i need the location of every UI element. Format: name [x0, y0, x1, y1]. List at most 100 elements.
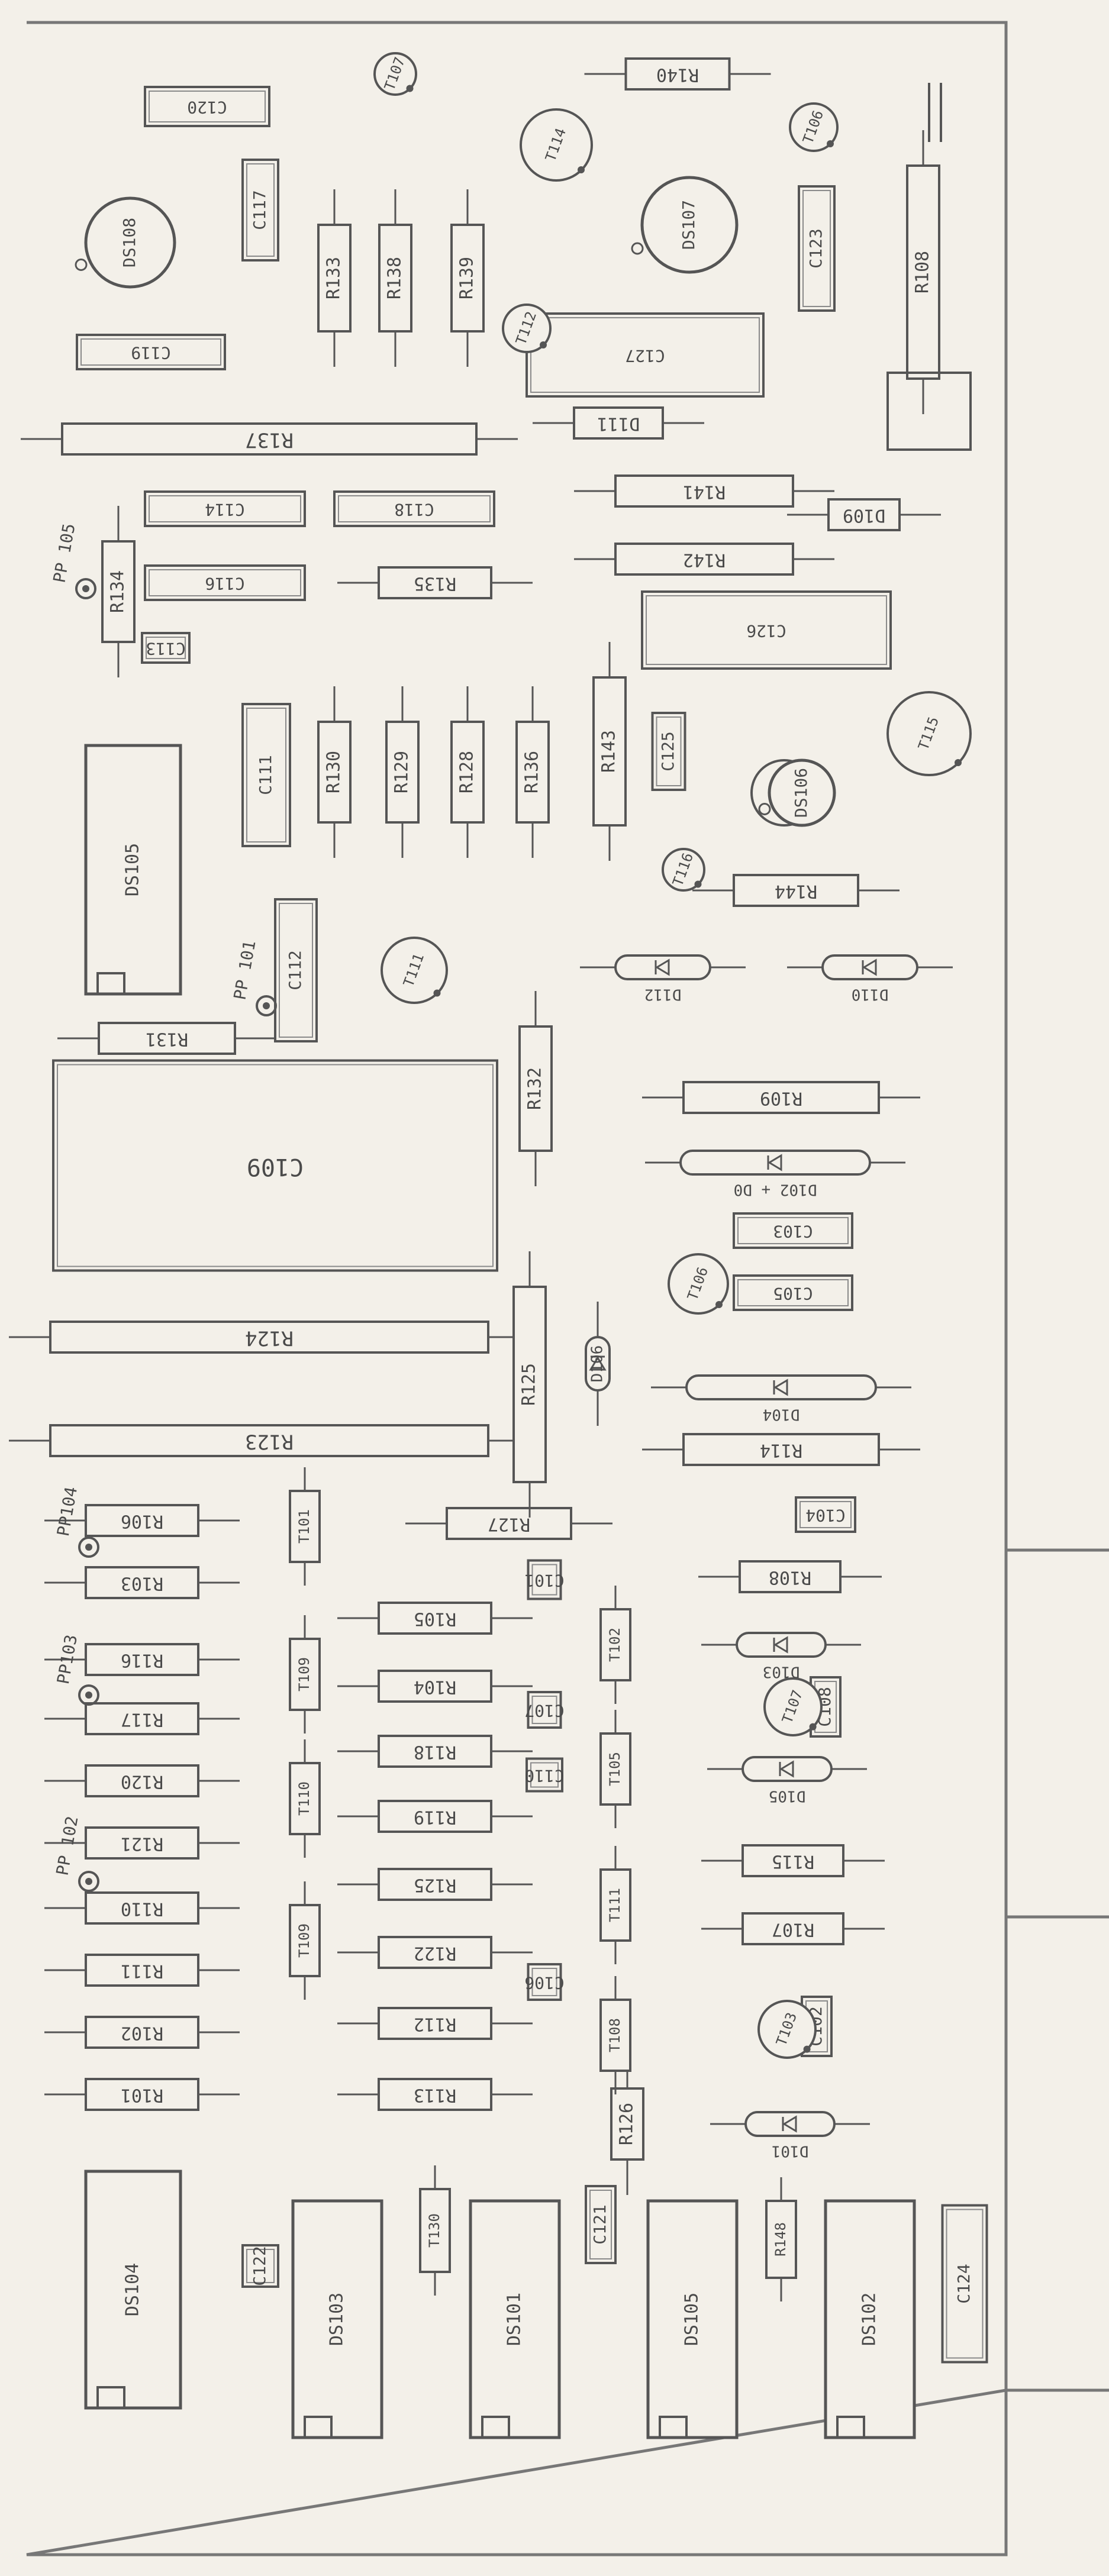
component-label: DS108: [120, 218, 139, 267]
test-pad-pp105: PP 105: [49, 522, 96, 599]
ic-ds101: DS101: [469, 2199, 561, 2439]
component-label: R119: [414, 1807, 456, 1828]
diode-d105: D105: [707, 1756, 867, 1805]
resistor-r121: R121: [44, 1826, 240, 1860]
resistor-r116: R116: [44, 1643, 240, 1676]
component-label: R117: [121, 1709, 163, 1730]
component-label: R124: [245, 1326, 294, 1350]
component-label: D109: [843, 505, 885, 526]
resistor-r125: R125: [512, 1251, 547, 1518]
block-t105: T105: [599, 1710, 631, 1828]
resistor-r131: R131: [57, 1022, 276, 1055]
resistor-r119: R119: [337, 1800, 533, 1833]
component-label: R122: [414, 1943, 456, 1964]
block-t111b: T111: [599, 1846, 631, 1964]
capacitor-c113: C113: [141, 632, 191, 664]
ic-ds105b: DS105: [646, 2199, 739, 2439]
test-pad-pp101: PP 101: [230, 939, 277, 1016]
transistor-t111: T111: [381, 937, 448, 1004]
component-label: T108: [607, 2018, 623, 2052]
resistor-r126: R126: [610, 2053, 644, 2195]
resistor-r141: R141: [574, 474, 834, 508]
block-t109: T109: [289, 1615, 321, 1734]
diode-d103: D103: [701, 1632, 861, 1681]
resistor-r139: R139: [450, 189, 485, 367]
resistor-r130: R130: [317, 686, 352, 858]
capacitor-c117: C117: [241, 159, 279, 262]
capacitor-c104: C104: [795, 1496, 856, 1533]
component-label: R107: [772, 1919, 814, 1940]
component-label: R139: [457, 257, 478, 299]
component-label: DS104: [122, 2263, 143, 2316]
component-label: R121: [121, 1833, 163, 1854]
component-label: R132: [525, 1067, 546, 1110]
component-label: R103: [121, 1573, 163, 1594]
ic-ds103: DS103: [291, 2199, 383, 2439]
resistor-r117: R117: [44, 1702, 240, 1735]
capacitor-c123: C123: [798, 185, 836, 312]
transistor-t107a: T107: [373, 52, 417, 96]
component-label: C104: [805, 1506, 845, 1525]
component-label: C105: [773, 1284, 813, 1303]
transistor-t112: T112: [502, 304, 552, 353]
diode-d106: D106: [585, 1302, 611, 1426]
resistor-r108: R108: [698, 1560, 882, 1593]
capacitor-c118: C118: [333, 490, 495, 527]
resistor-r124: R124: [9, 1321, 530, 1354]
component-label: R125: [519, 1363, 540, 1406]
component-label: R127: [488, 1514, 530, 1535]
capacitor-c107: C107: [524, 1691, 565, 1729]
resistor-r143: R143: [592, 642, 627, 861]
capacitor-c124: C124: [941, 2204, 988, 2364]
transistor-t107: T107: [763, 1677, 823, 1736]
component-label: D102 + D0: [734, 1181, 817, 1199]
component-label: C103: [773, 1222, 813, 1241]
component-label: C107: [524, 1701, 564, 1720]
capacitor-c125: C125: [651, 712, 686, 791]
resistor-r123: R123: [9, 1424, 530, 1457]
resistor-r140: R140: [584, 57, 771, 91]
resistor-r102: R102: [44, 2016, 240, 2049]
component-label: R114: [760, 1440, 802, 1461]
capacitor-c127: C127: [526, 312, 765, 398]
component-label: C116: [205, 574, 244, 593]
capacitor-c101: C101: [524, 1559, 565, 1600]
component-label: DS106: [791, 768, 811, 818]
component-label: C114: [205, 500, 244, 519]
resistor-r105: R105: [337, 1602, 533, 1635]
component-label: R130: [324, 751, 344, 793]
resistor-r110: R110: [44, 1891, 240, 1925]
component-label: D111: [597, 414, 640, 434]
capacitor-c106: C106: [524, 1963, 565, 2001]
ic-ds105: DS105: [84, 744, 182, 996]
component-label: C123: [806, 228, 826, 268]
diode-d101: D101: [710, 2111, 870, 2160]
resistor-r111: D111: [533, 406, 704, 440]
component-label: C125: [658, 731, 678, 771]
block-r148: R148: [765, 2177, 797, 2301]
component-label: R133: [324, 257, 344, 299]
component-label: D105: [769, 1787, 806, 1805]
component-label: C117: [250, 190, 269, 230]
component-label: R108: [913, 251, 933, 293]
resistor-r101: R101: [44, 2078, 240, 2111]
resistor-r106: R106: [44, 1504, 240, 1537]
component-label: D110: [852, 986, 889, 1003]
component-label: DS105: [122, 843, 143, 896]
component-label: R118: [414, 1742, 456, 1762]
component-label: C113: [146, 639, 185, 658]
component-label: D104: [763, 1406, 800, 1423]
component-label: R144: [775, 881, 817, 902]
component-label: T101: [296, 1509, 312, 1544]
component-label: C124: [954, 2264, 973, 2303]
component-label: DS101: [504, 2293, 525, 2346]
component-label: R110: [121, 1899, 163, 1919]
resistor-r108v: R108: [906, 130, 940, 414]
capacitor-c111: C111: [241, 703, 291, 847]
resistor-r127: R127: [405, 1507, 612, 1540]
resistor-r133: R133: [317, 189, 352, 367]
component-label: R120: [121, 1771, 163, 1792]
component-label: T105: [607, 1752, 623, 1786]
component-label: DS102: [859, 2293, 880, 2346]
resistor-r132: R132: [518, 991, 553, 1186]
